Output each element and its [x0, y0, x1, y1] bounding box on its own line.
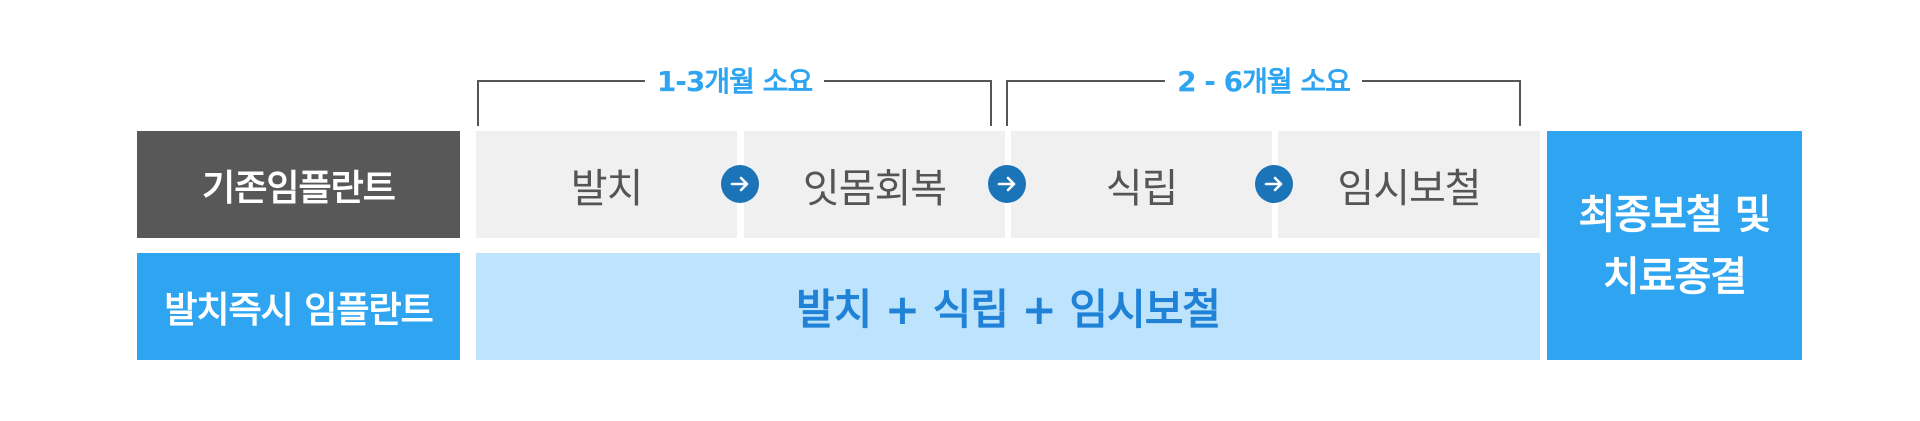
- duration-label-first: 1-3개월 소요: [644, 60, 825, 100]
- step-gum-recovery: 잇몸회복: [744, 131, 1005, 238]
- arrow-right-circle-icon: [1255, 165, 1293, 203]
- arrow-right-circle-icon: [988, 165, 1026, 203]
- combined-procedure: 발치 + 식립 + 임시보철: [476, 253, 1540, 360]
- step-temporary-prosthesis: 임시보철: [1278, 131, 1540, 238]
- step-extraction: 발치: [476, 131, 737, 238]
- bracket-right-tick: [1519, 80, 1521, 126]
- step-placement: 식립: [1011, 131, 1272, 238]
- arrow-right-circle-icon: [721, 165, 759, 203]
- immediate-implant-label: 발치즉시 임플란트: [137, 253, 460, 360]
- duration-bracket-second: 2 - 6개월 소요: [1006, 60, 1521, 126]
- final-prosthesis-completion: 최종보철 및 치료종결: [1547, 131, 1802, 360]
- bracket-right-tick: [990, 80, 992, 126]
- duration-bracket-first: 1-3개월 소요: [477, 60, 992, 126]
- bracket-left-tick: [1006, 80, 1008, 126]
- final-line-2: 치료종결: [1602, 253, 1747, 300]
- bracket-left-tick: [477, 80, 479, 126]
- final-line-1: 최종보철 및: [1578, 191, 1772, 238]
- duration-label-second: 2 - 6개월 소요: [1165, 60, 1362, 100]
- conventional-implant-label: 기존임플란트: [137, 131, 460, 238]
